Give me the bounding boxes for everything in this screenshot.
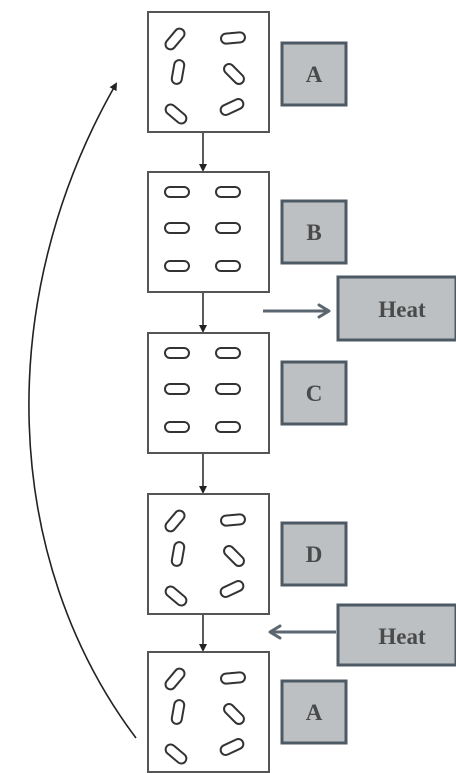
molecule (164, 103, 188, 125)
molecule (215, 260, 241, 272)
state-box-1: A (147, 11, 348, 133)
molecule (220, 31, 246, 45)
molecule (164, 186, 190, 198)
state-boxes: A B C D A (147, 11, 348, 773)
molecule (223, 545, 245, 567)
molecule (215, 347, 241, 359)
molecule (220, 513, 246, 527)
heat-label-1-text: Heat (378, 297, 426, 322)
state-label-text: B (306, 220, 321, 245)
molecule (164, 383, 190, 395)
state-box-frame (147, 493, 270, 615)
state-box-3: C (147, 332, 348, 454)
molecule (164, 260, 190, 272)
molecule (215, 222, 241, 234)
molecule (164, 222, 190, 234)
state-label-text: A (306, 62, 323, 87)
molecule (164, 509, 186, 533)
state-label-text: D (306, 542, 323, 567)
heat-label-2-text: Heat (378, 624, 426, 649)
molecule (220, 671, 246, 685)
state-box-frame (147, 651, 270, 773)
molecule (164, 743, 188, 765)
molecule (215, 383, 241, 395)
state-box-4: D (147, 493, 348, 615)
molecule (170, 541, 186, 567)
molecule (164, 667, 186, 691)
state-label-text: A (306, 700, 323, 725)
molecule (223, 703, 245, 725)
molecule (170, 699, 186, 725)
state-label-text: C (306, 381, 323, 406)
return-cycle-arrow (28, 82, 137, 739)
state-label-5: A (280, 679, 348, 745)
heat-label-1: Heat (336, 275, 456, 342)
state-label-1: A (280, 41, 348, 107)
molecule (164, 347, 190, 359)
molecule (164, 421, 190, 433)
molecule (219, 738, 245, 756)
state-box-5: A (147, 651, 348, 773)
molecule (219, 98, 245, 116)
molecule (170, 59, 186, 85)
molecule (223, 63, 245, 85)
state-label-2: B (280, 199, 348, 265)
molecule (164, 585, 188, 607)
state-label-4: D (280, 521, 348, 587)
heat-label-2: Heat (336, 603, 456, 667)
state-box-frame (147, 11, 270, 133)
molecule (215, 421, 241, 433)
state-label-3: C (280, 360, 348, 426)
state-box-2: B (147, 171, 348, 293)
molecule (164, 27, 186, 51)
molecule (215, 186, 241, 198)
molecule (219, 580, 245, 598)
